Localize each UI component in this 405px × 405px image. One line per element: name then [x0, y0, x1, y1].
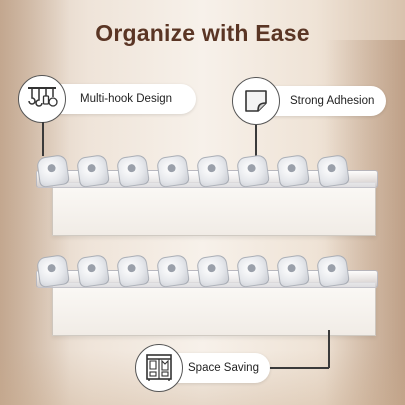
hook: [156, 154, 190, 188]
wardrobe-icon: [135, 344, 183, 392]
hook: [236, 254, 270, 288]
hanging-hooks-icon: [18, 75, 66, 123]
space-saving-label: Space Saving: [188, 362, 259, 374]
space-leader-line-vertical: [328, 330, 330, 368]
hook: [276, 254, 310, 288]
hook: [236, 154, 270, 188]
hook: [116, 154, 150, 188]
adhesion-label: Strong Adhesion: [290, 95, 375, 107]
hook: [196, 154, 230, 188]
multi-hook-callout: Multi-hook Design: [38, 84, 196, 114]
adhesive-hook-rack-top: [30, 152, 378, 242]
hook: [76, 154, 110, 188]
hook: [116, 254, 150, 288]
hook: [196, 254, 230, 288]
adhesive-backing-plate: [52, 282, 376, 336]
adhesive-hook-rack-bottom: [30, 252, 378, 342]
hook: [36, 154, 70, 188]
hook: [156, 254, 190, 288]
hook: [36, 254, 70, 288]
banner-title: Organize with Ease: [95, 20, 310, 46]
peel-sticker-icon: [232, 77, 280, 125]
multi-hook-leader-line: [42, 122, 44, 156]
hook: [316, 154, 350, 188]
hook: [276, 154, 310, 188]
space-leader-line-horizontal: [268, 367, 329, 369]
hook: [316, 254, 350, 288]
adhesive-backing-plate: [52, 182, 376, 236]
multi-hook-label: Multi-hook Design: [80, 93, 173, 105]
hook: [76, 254, 110, 288]
